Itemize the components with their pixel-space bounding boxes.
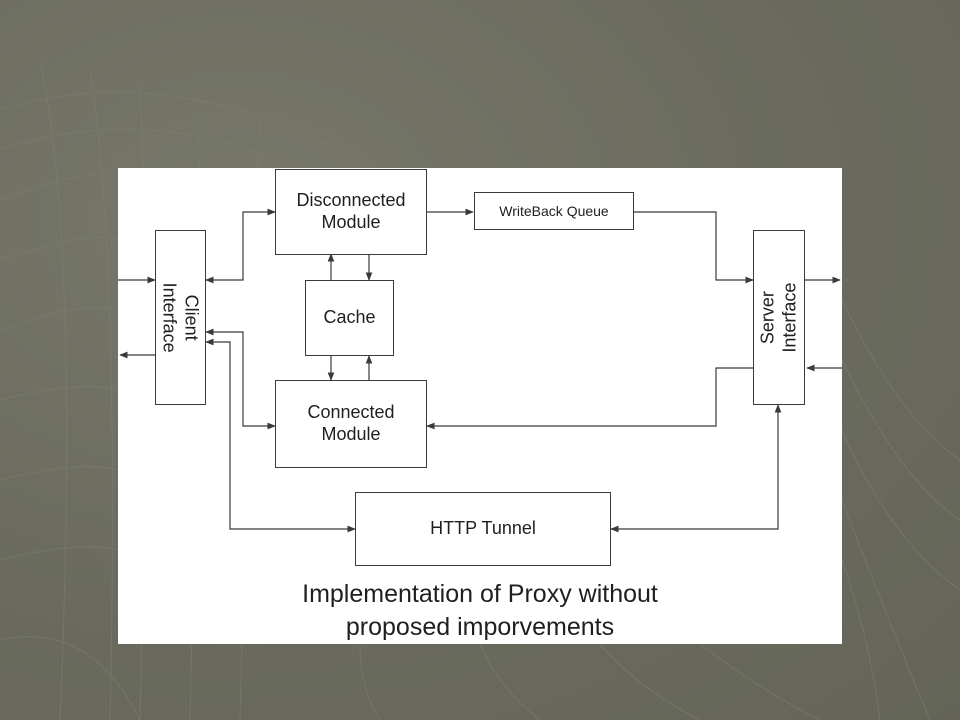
writeback-server-arrow [634,211,754,284]
connected-module-box: Connected Module [275,380,427,468]
client-tunnel-link [205,338,356,533]
server-tunnel-link [610,404,782,533]
disconnected-module-label: Disconnected Module [296,190,406,232]
server-connected-arrow [426,367,753,430]
writeback-queue-label: WriteBack Queue [499,202,609,219]
http-tunnel-box: HTTP Tunnel [355,492,611,566]
disconnected-module-box: Disconnected Module [275,169,427,255]
client-interface-box: Client Interface [155,230,206,405]
server-interface-box: Server Interface [753,230,805,405]
connector-lines [118,208,842,533]
diagram-caption: Implementation of Proxy without proposed… [118,578,842,643]
server-interface-label: Server Interface [757,282,800,353]
connected-module-label: Connected Module [307,402,395,444]
cache-box: Cache [305,280,394,356]
cache-label: Cache [323,307,376,328]
caption-line-2: proposed imporvements [345,612,615,641]
caption-line-1: Implementation of Proxy without [302,580,658,608]
diagram-panel: Client Interface Disconnected Module Wri… [118,168,842,644]
writeback-queue-box: WriteBack Queue [474,192,634,230]
http-tunnel-label: HTTP Tunnel [430,518,536,539]
client-disconnected-link [205,208,276,284]
client-interface-label: Client Interface [160,282,203,353]
client-connected-link [205,328,276,430]
